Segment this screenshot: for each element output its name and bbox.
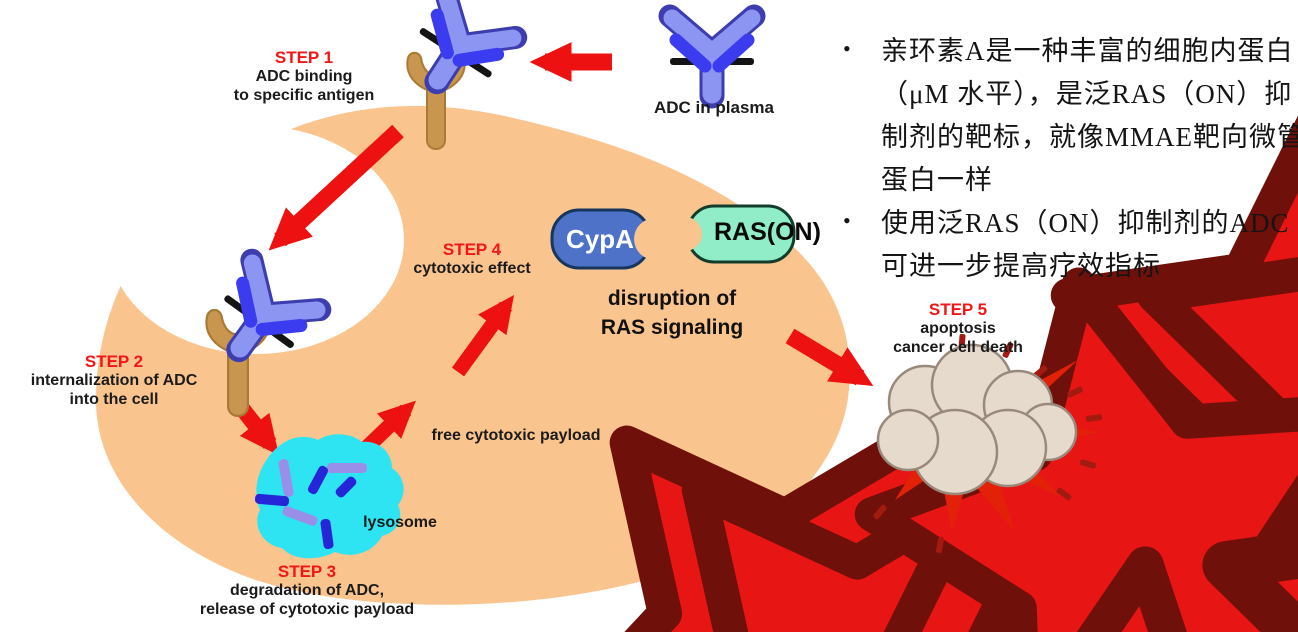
apoptosis-explosion	[873, 333, 1103, 554]
step5-title: STEP 5	[928, 300, 988, 319]
disruption-label: disruption of RAS signaling	[600, 287, 744, 339]
step1-title: STEP 1	[274, 48, 334, 67]
bullet-dot-icon: •	[843, 36, 851, 61]
step5-label: STEP 5 apoptosis cancer cell death	[893, 300, 1023, 356]
step3-title: STEP 3	[277, 562, 337, 581]
ras-on-label: RAS(ON)	[714, 218, 821, 246]
step4-label: STEP 4 cytotoxic effect	[413, 240, 531, 277]
lysosome-label: lysosome	[363, 514, 437, 531]
lysosome-blob	[256, 434, 404, 559]
adc-in-plasma-label: ADC in plasma	[654, 98, 774, 117]
step1-label: STEP 1 ADC binding to specific antigen	[233, 48, 375, 104]
free-payload-label: free cytotoxic payload	[431, 427, 601, 444]
dead-cell-cloud	[876, 343, 1078, 496]
step2-label: STEP 2 internalization of ADC into the c…	[30, 352, 198, 408]
arrow-payload-to-step4	[451, 294, 515, 377]
step3-label: STEP 3 degradation of ADC, release of cy…	[199, 562, 415, 618]
step4-title: STEP 4	[442, 240, 502, 259]
bullet-dot-icon: •	[843, 208, 851, 233]
notes-panel: • 亲环素A是一种丰富的细胞内蛋白 （μM 水平），是泛RAS（ON）抑 制剂的…	[843, 30, 1298, 288]
note-bullet-2: • 使用泛RAS（ON）抑制剂的ADC 可进一步提高疗效指标	[843, 208, 1290, 281]
lysosome	[254, 434, 1283, 632]
cypa-label: CypA	[566, 224, 634, 254]
degraded-fragments	[254, 459, 367, 550]
step2-title: STEP 2	[84, 352, 144, 371]
arrow-step1-to-step2	[268, 124, 404, 251]
arrow-to-step5	[785, 328, 874, 386]
note-bullet-1: • 亲环素A是一种丰富的细胞内蛋白 （μM 水平），是泛RAS（ON）抑 制剂的…	[843, 36, 1298, 195]
cypa-ras-complex	[550, 204, 1298, 632]
